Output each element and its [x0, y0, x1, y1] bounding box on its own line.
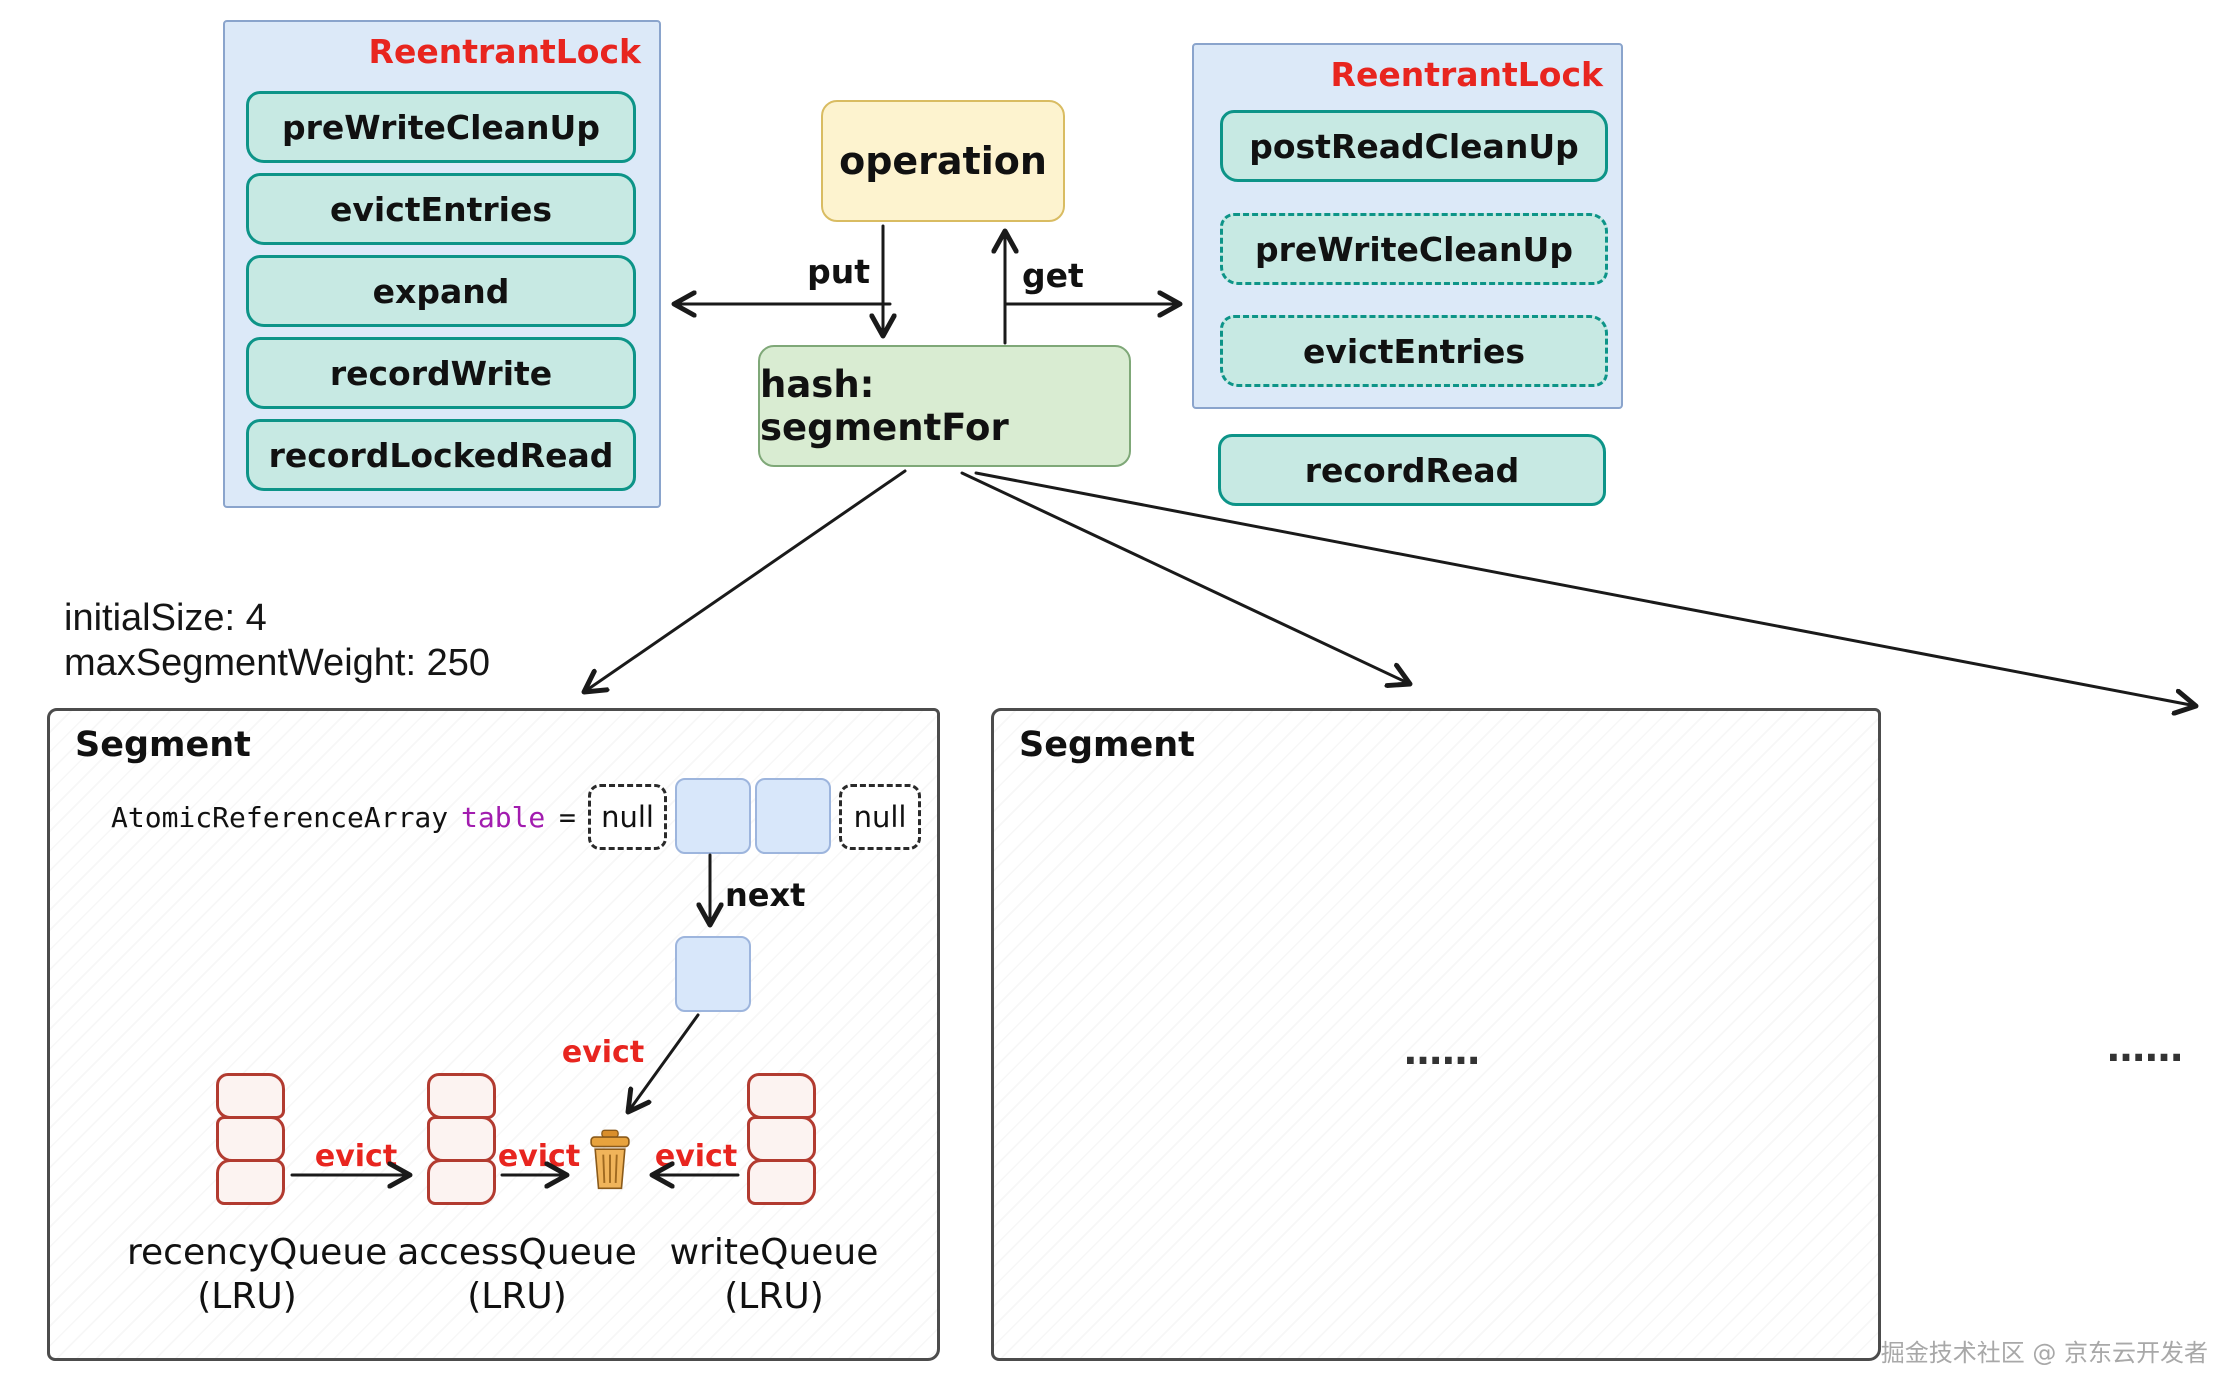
- method-prewritecleanup-left: preWriteCleanUp: [246, 91, 636, 163]
- queue-cell: [216, 1116, 285, 1162]
- write-queue-stack: [747, 1073, 816, 1205]
- config-text: initialSize: 4 maxSegmentWeight: 250: [64, 596, 490, 686]
- queue-cell: [747, 1116, 816, 1162]
- config-max-segment-weight: maxSegmentWeight: 250: [64, 641, 490, 684]
- trash-icon: [583, 1129, 637, 1191]
- queue-type: (LRU): [467, 1275, 567, 1317]
- method-expand: expand: [246, 255, 636, 327]
- queue-cell: [427, 1073, 496, 1119]
- evict-label-2: evict: [497, 1139, 581, 1174]
- segment-right-panel: Segment ……: [991, 708, 1881, 1361]
- right-reentrantlock-title: ReentrantLock: [1330, 55, 1603, 94]
- config-initial-size: initialSize: 4: [64, 597, 267, 639]
- operation-box: operation: [821, 100, 1065, 222]
- left-reentrantlock-title: ReentrantLock: [368, 32, 641, 71]
- segment-left-panel: Segment AtomicReferenceArray table = nul…: [47, 708, 940, 1361]
- method-evictentries-left: evictEntries: [246, 173, 636, 245]
- array-type-text: AtomicReferenceArray: [111, 801, 449, 834]
- next-label: next: [725, 876, 806, 914]
- method-recordread: recordRead: [1218, 434, 1606, 506]
- null-slot-right: null: [839, 784, 921, 850]
- entry-node-2: [755, 778, 831, 854]
- entry-node-1: [675, 778, 751, 854]
- method-prewritecleanup-right: preWriteCleanUp: [1220, 213, 1608, 285]
- queue-name: recencyQueue: [127, 1232, 388, 1273]
- left-reentrantlock-panel: ReentrantLock preWriteCleanUp evictEntri…: [223, 20, 661, 508]
- method-postreadcleanup: postReadCleanUp: [1220, 110, 1608, 182]
- queue-cell: [747, 1073, 816, 1119]
- queue-cell: [216, 1073, 285, 1119]
- put-label: put: [807, 252, 870, 291]
- node-evict-label: evict: [561, 1035, 645, 1070]
- write-queue-label: writeQueue (LRU): [654, 1231, 894, 1319]
- get-label: get: [1022, 256, 1084, 295]
- method-recordlockedread: recordLockedRead: [246, 419, 636, 491]
- segment-left-title: Segment: [75, 725, 251, 765]
- array-name-text: table: [461, 801, 546, 834]
- segment-right-ellipsis: ……: [1404, 1029, 1480, 1073]
- queue-type: (LRU): [197, 1275, 297, 1317]
- queue-cell: [427, 1159, 496, 1205]
- equals-sign-text: =: [559, 801, 576, 834]
- hash-to-segment3-arrow: [974, 471, 2196, 706]
- null-slot-left: null: [588, 784, 667, 850]
- access-queue-label: accessQueue (LRU): [397, 1231, 637, 1319]
- queue-type: (LRU): [724, 1275, 824, 1317]
- watermark: 掘金技术社区 @ 京东云开发者: [1880, 1339, 2208, 1367]
- segment-right-title: Segment: [1019, 725, 1195, 765]
- queue-name: writeQueue: [669, 1232, 879, 1273]
- method-evictentries-right: evictEntries: [1220, 315, 1608, 387]
- more-segments-ellipsis: ……: [2107, 1026, 2183, 1070]
- method-recordwrite: recordWrite: [246, 337, 636, 409]
- queue-cell: [747, 1159, 816, 1205]
- entry-node-next: [675, 936, 751, 1012]
- evict-label-3: evict: [654, 1139, 738, 1174]
- hash-segmentfor-box: hash: segmentFor: [758, 345, 1131, 467]
- evict-label-1: evict: [314, 1139, 398, 1174]
- recency-queue-label: recencyQueue (LRU): [127, 1231, 388, 1319]
- queue-cell: [427, 1116, 496, 1162]
- queue-name: accessQueue: [397, 1232, 637, 1273]
- recency-queue-stack: [216, 1073, 285, 1205]
- queue-cell: [216, 1159, 285, 1205]
- right-reentrantlock-panel: ReentrantLock postReadCleanUp preWriteCl…: [1192, 43, 1623, 409]
- access-queue-stack: [427, 1073, 496, 1205]
